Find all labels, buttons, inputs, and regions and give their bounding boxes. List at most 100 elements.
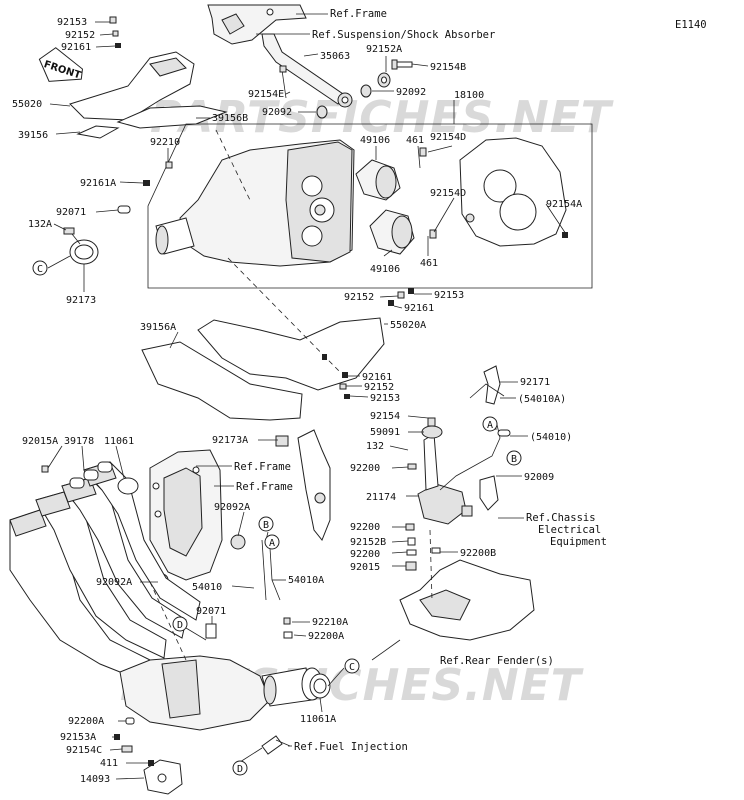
heat-insulator-39156	[76, 125, 120, 139]
label-54010-ref: (54010)	[530, 432, 572, 443]
leader-lines	[47, 13, 567, 780]
label-49106-upper: 49106	[360, 135, 390, 146]
label-92210: 92210	[150, 137, 180, 148]
label-92015: 92015	[350, 562, 380, 573]
label-39156a: 39156A	[140, 322, 176, 333]
watermark-top: PARTSFICHES.NET	[150, 92, 614, 143]
bolt-92154b	[391, 59, 413, 70]
callout-c-left: C	[32, 260, 48, 276]
svg-text:B: B	[263, 520, 269, 531]
svg-text:C: C	[349, 662, 355, 673]
label-92152b: 92152B	[350, 537, 386, 548]
clip-92161a	[143, 180, 150, 186]
muffler-end-cover	[459, 137, 567, 247]
label-92152-top: 92152	[65, 30, 95, 41]
label-11061a: 11061A	[300, 714, 336, 725]
label-92154: 92154	[370, 411, 400, 422]
label-92009: 92009	[524, 472, 554, 483]
tail-pipe-cover-49106-upper	[355, 159, 401, 201]
bushing-92092-right	[360, 84, 372, 98]
washers-actuator	[405, 463, 441, 571]
part-number-labels: 92153 92152 92161 55020 39156 39156B 350…	[12, 17, 582, 785]
gaskets-39178	[69, 461, 113, 489]
ref-frame-mid-2: Ref.Frame	[236, 481, 293, 493]
actuator-21174	[417, 417, 473, 525]
label-92161-top: 92161	[61, 42, 91, 53]
label-54010a: 54010A	[288, 575, 324, 586]
stud-92015a	[41, 465, 49, 473]
ref-rear-fender: Ref.Rear Fender(s)	[440, 655, 554, 667]
label-92153a: 92153A	[60, 732, 96, 743]
grommet-92071-top	[117, 205, 131, 214]
svg-text:C: C	[37, 264, 43, 275]
label-54010: 54010	[192, 582, 222, 593]
shock-linkage	[261, 33, 353, 108]
label-92161-low: 92161	[362, 372, 392, 383]
label-92152-low: 92152	[364, 382, 394, 393]
callout-d-lower: D	[232, 760, 248, 776]
bolt-92154e	[279, 65, 287, 99]
ref-chassis-2: Electrical	[538, 524, 601, 536]
rear-fender-ref	[399, 559, 535, 641]
diagram-code: E1140	[675, 19, 707, 31]
label-132: 132	[366, 441, 384, 452]
label-92092a-right: 92092A	[214, 502, 250, 513]
label-92153-mid: 92153	[434, 290, 464, 301]
label-92071-low: 92071	[196, 606, 226, 617]
label-92154e: 92154E	[248, 89, 284, 100]
frame-bracket-top	[207, 4, 307, 45]
label-92092a-left: 92092A	[96, 577, 132, 588]
label-92200-a: 92200	[350, 463, 380, 474]
muffler-assembly-box	[147, 123, 593, 289]
callout-d-upper: D	[172, 616, 188, 632]
heat-insulator-39156b	[116, 105, 228, 129]
label-132a: 132A	[28, 219, 52, 230]
label-55020a: 55020A	[390, 320, 426, 331]
label-92154a: 92154A	[546, 199, 582, 210]
ref-frame-top: Ref.Frame	[330, 8, 387, 20]
exhaust-headers	[9, 461, 201, 691]
label-461-upper: 461	[406, 135, 424, 146]
front-arrow-icon: FRONT	[38, 47, 83, 82]
label-92161-mid: 92161	[404, 303, 434, 314]
label-461-lower: 461	[420, 258, 438, 269]
heat-insulator-39156a	[141, 341, 303, 421]
label-92173: 92173	[66, 295, 96, 306]
nut-92154a	[562, 232, 568, 238]
label-92200-b: 92200	[350, 522, 380, 533]
label-55020: 55020	[12, 99, 42, 110]
bolt-92154d-upper	[419, 147, 427, 157]
label-92071-top: 92071	[56, 207, 86, 218]
bracket-14093	[143, 759, 183, 795]
label-11061: 11061	[104, 436, 134, 447]
svg-text:D: D	[177, 620, 183, 631]
actuator-bracket-92171	[469, 365, 505, 405]
label-92200-c: 92200	[350, 549, 380, 560]
frame-plate-right	[275, 429, 331, 541]
label-92015a: 92015A	[22, 436, 58, 447]
label-92200a-left: 92200A	[68, 716, 104, 727]
pre-chamber	[119, 655, 271, 731]
oxygen-sensor	[261, 735, 291, 755]
ref-suspension: Ref.Suspension/Shock Absorber	[312, 29, 495, 41]
tail-pipe-cover-49106-lower	[369, 209, 415, 255]
frame-bracket-mid	[149, 449, 246, 587]
callout-b-right: B	[506, 450, 522, 466]
ref-frame-mid-1: Ref.Frame	[234, 461, 291, 473]
bushing-92092-left	[316, 105, 328, 119]
bolt-92154d-lower	[429, 229, 437, 239]
cable-54010-upper	[439, 419, 511, 491]
label-54010a-ref: (54010A)	[518, 394, 566, 405]
label-92171: 92171	[520, 377, 550, 388]
label-92154d-upper: 92154D	[430, 132, 466, 143]
label-92200b: 92200B	[460, 548, 496, 559]
label-92154d-lower: 92154D	[430, 188, 466, 199]
label-59091: 59091	[370, 427, 400, 438]
svg-text:D: D	[237, 764, 243, 775]
muffler-body-18100	[155, 139, 355, 267]
lower-fasteners	[114, 617, 293, 766]
ref-fuel-injection: Ref.Fuel Injection	[294, 741, 408, 753]
dashed-guides	[149, 129, 433, 661]
label-92154c: 92154C	[66, 745, 102, 756]
